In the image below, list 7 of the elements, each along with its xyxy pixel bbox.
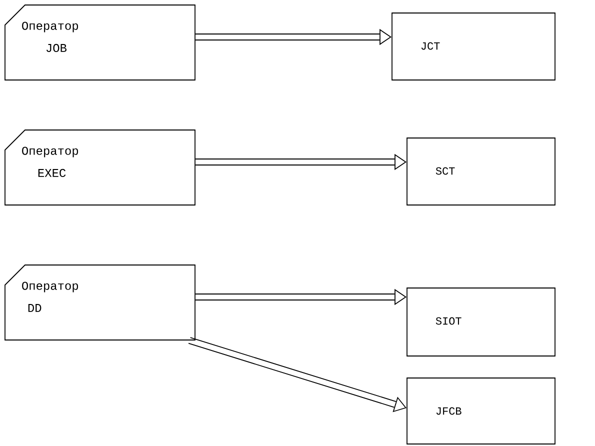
job-card: Оператор EXEC (4, 130, 196, 206)
table-box: JFCB (406, 378, 556, 444)
table-box: SCT (406, 138, 556, 206)
job-card: Оператор JOB (4, 4, 196, 80)
job-card: Оператор DD (4, 264, 196, 340)
table-box: SIOT (406, 288, 556, 356)
table-box: JCT (392, 12, 556, 80)
